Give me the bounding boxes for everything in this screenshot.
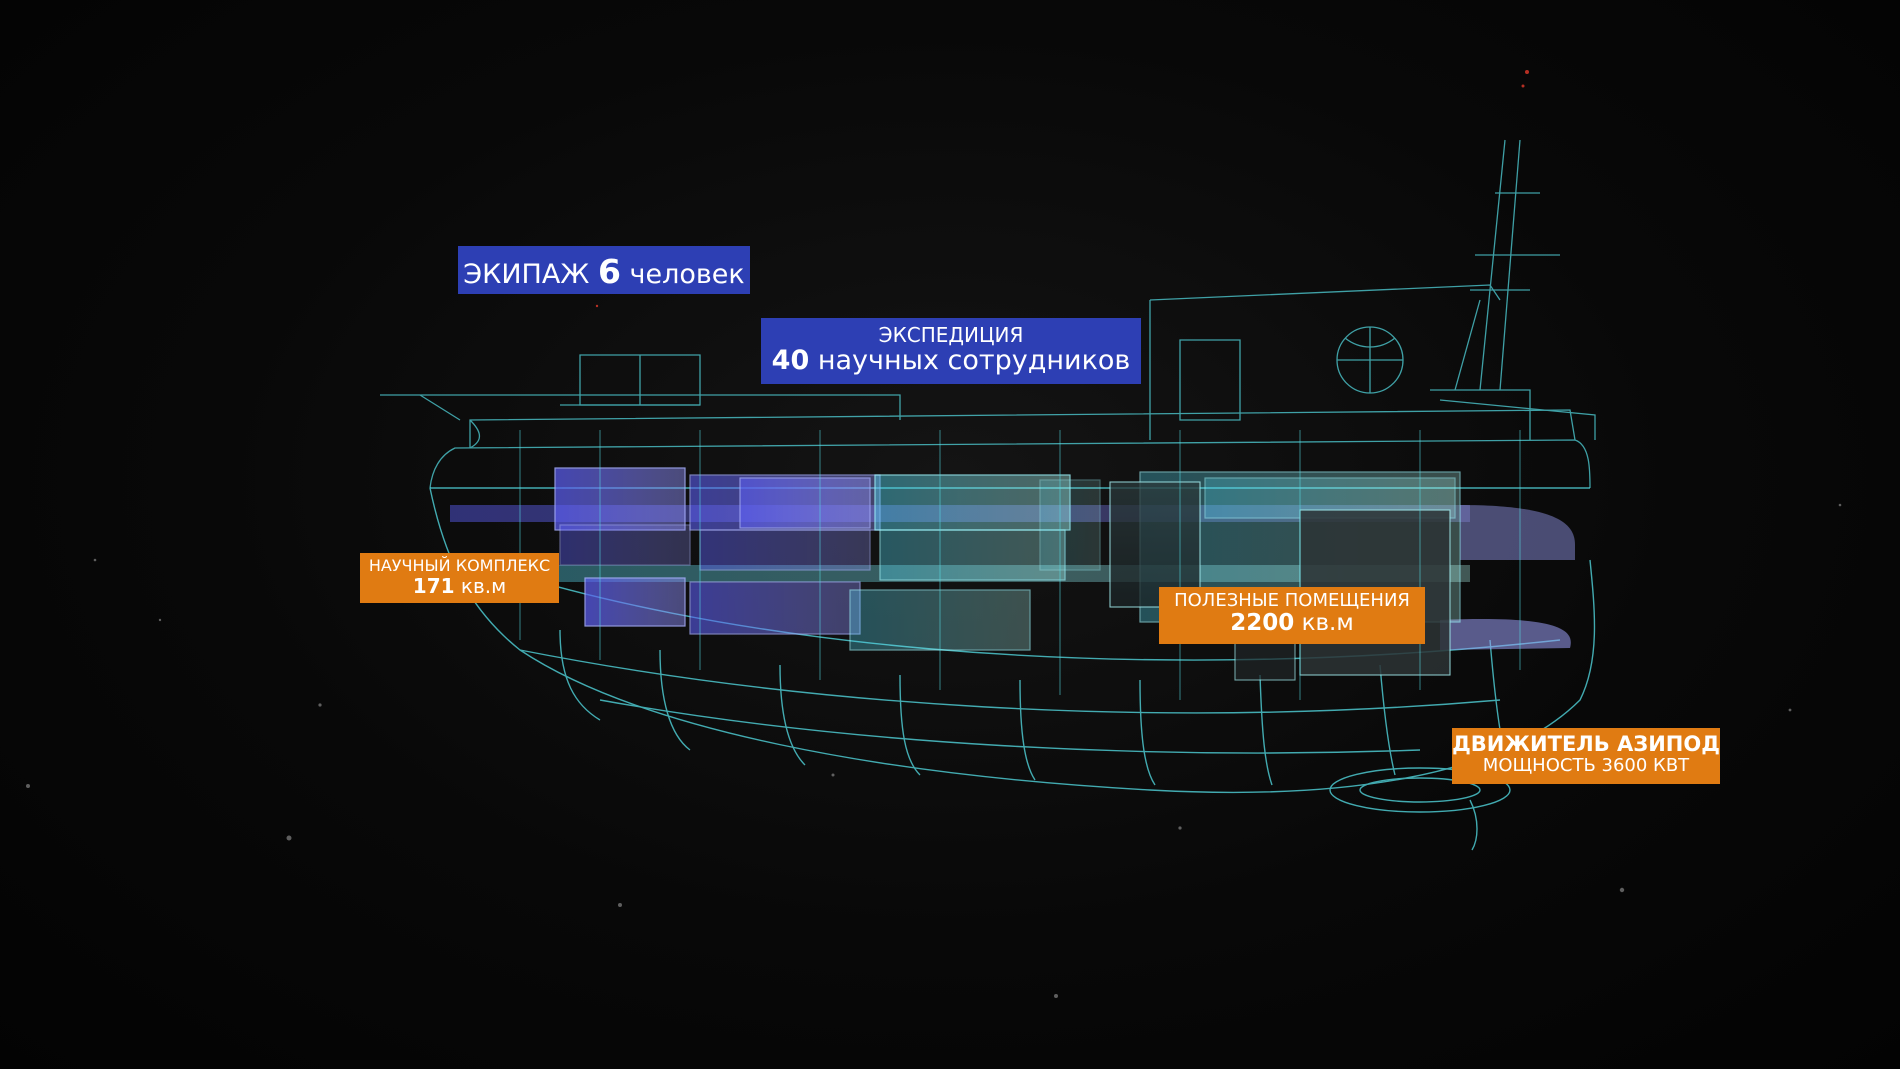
science-title: НАУЧНЫЙ КОМПЛЕКС (368, 556, 551, 575)
crew-suffix: человек (629, 259, 745, 290)
rooms-area-line: 2200 кв.м (1159, 609, 1425, 636)
science-area-line: 171 кв.м (360, 575, 559, 597)
rooms-area-unit: кв.м (1301, 609, 1354, 636)
science-compartments (554, 467, 881, 635)
azipod-power: МОЩНОСТЬ 3600 КВТ (1482, 755, 1690, 777)
equipment-blocks (1109, 481, 1451, 681)
crew-number: 6 (597, 252, 621, 291)
background-particles (26, 503, 1842, 998)
expedition-count-line: 40 научных сотрудников (761, 346, 1141, 376)
expedition-title: ЭКСПЕДИЦИЯ (878, 323, 1024, 347)
expedition-number: 40 (771, 345, 810, 376)
science-area-number: 171 (412, 573, 455, 598)
rooms-title: ПОЛЕЗНЫЕ ПОМЕЩЕНИЯ (1174, 590, 1410, 611)
crew-label: ЭКИПАЖ 6 человек (458, 246, 750, 294)
crew-prefix: ЭКИПАЖ (463, 259, 590, 290)
red-markers (595, 70, 1529, 308)
science-complex-label: НАУЧНЫЙ КОМПЛЕКС 171 кв.м (360, 553, 559, 603)
azipod-label: ДВИЖИТЕЛЬ АЗИПОД МОЩНОСТЬ 3600 КВТ (1452, 728, 1720, 784)
azipod-title: ДВИЖИТЕЛЬ АЗИПОД (1452, 732, 1720, 756)
useful-rooms-label: ПОЛЕЗНЫЕ ПОМЕЩЕНИЯ 2200 кв.м (1159, 587, 1425, 644)
deck-wireframe (380, 139, 1596, 489)
frame-lines (519, 430, 1521, 700)
science-area-unit: кв.м (460, 573, 507, 598)
expedition-label: ЭКСПЕДИЦИЯ 40 научных сотрудников (761, 318, 1141, 384)
rooms-area-number: 2200 (1230, 609, 1295, 636)
expedition-staff: научных сотрудников (817, 345, 1131, 376)
